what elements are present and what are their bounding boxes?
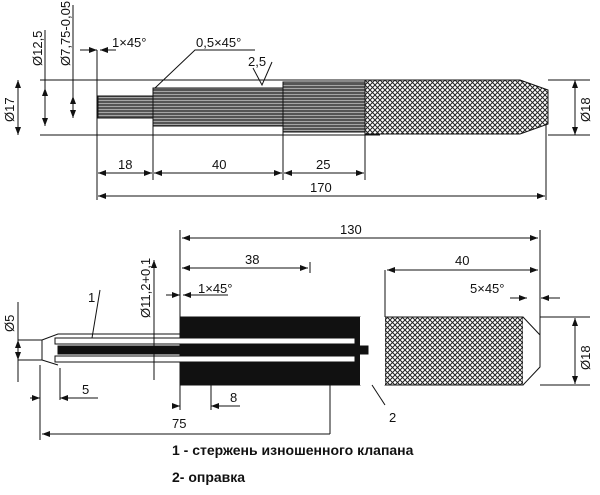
label-d12-5: Ø12,5 bbox=[30, 31, 45, 66]
label-d5: Ø5 bbox=[2, 315, 17, 332]
label-d17: Ø17 bbox=[2, 97, 17, 122]
label-chamfer-1x45: 1×45° bbox=[112, 35, 146, 50]
bottom-labels: 130 38 40 Ø11,2+0,1 1×45° 5×45° Ø5 Ø18 1… bbox=[2, 222, 593, 431]
dim-25: 25 bbox=[316, 157, 330, 172]
legend-item-1: 1 - стержень изношенного клапана bbox=[172, 442, 414, 458]
callout-1: 1 bbox=[88, 290, 95, 305]
label-chamfer-1x45-bottom: 1×45° bbox=[198, 281, 232, 296]
dim-38: 38 bbox=[245, 252, 259, 267]
rod-middle-section bbox=[152, 87, 284, 127]
dim-8: 8 bbox=[230, 390, 237, 405]
dim-40-bottom: 40 bbox=[455, 253, 469, 268]
rod-small-section bbox=[97, 95, 154, 119]
mandrel-knurled-section bbox=[384, 316, 524, 386]
label-d18-bottom: Ø18 bbox=[578, 345, 593, 370]
top-labels: Ø17 Ø12,5 Ø7,75-0,05 1×45° 0,5×45° 2,5 Ø… bbox=[2, 1, 593, 195]
dim-170: 170 bbox=[310, 180, 332, 195]
dim-40-top: 40 bbox=[212, 157, 226, 172]
knurled-handle bbox=[364, 79, 549, 135]
callout-2: 2 bbox=[389, 410, 396, 425]
rod-shoulder-section bbox=[282, 81, 366, 133]
label-d7-75: Ø7,75-0,05 bbox=[58, 1, 73, 66]
dim-18: 18 bbox=[118, 157, 132, 172]
label-chamfer-0-5x45: 0,5×45° bbox=[196, 35, 241, 50]
top-part bbox=[15, 5, 590, 200]
dim-130: 130 bbox=[340, 222, 362, 237]
label-d11-2: Ø11,2+0,1 bbox=[138, 258, 153, 318]
bottom-part bbox=[15, 230, 590, 440]
legend-item-2: 2- оправка bbox=[172, 469, 246, 485]
label-chamfer-5x45: 5×45° bbox=[470, 281, 504, 296]
label-d18-top: Ø18 bbox=[578, 97, 593, 122]
label-roughness: 2,5 bbox=[248, 54, 266, 69]
dim-5: 5 bbox=[82, 382, 89, 397]
dim-75: 75 bbox=[172, 416, 186, 431]
